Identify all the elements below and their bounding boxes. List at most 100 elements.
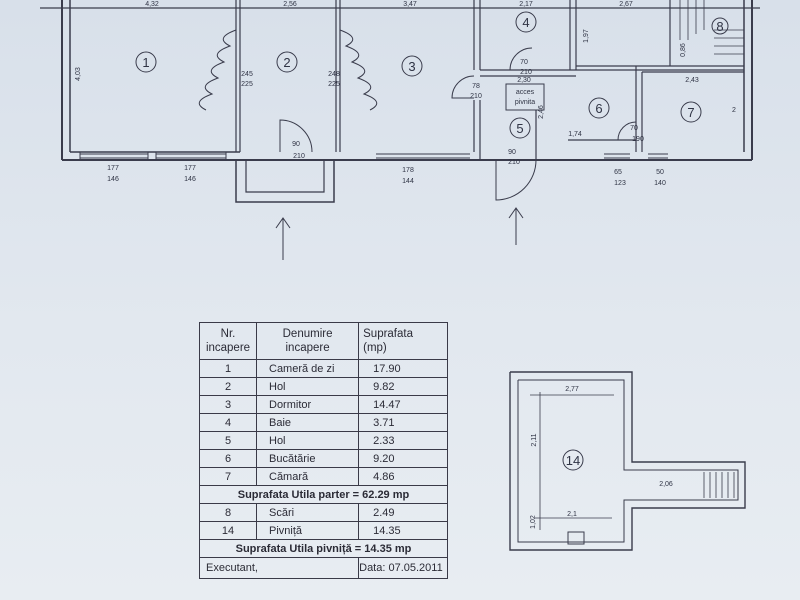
row-nr: 8 xyxy=(199,503,257,522)
dim-2: 2 xyxy=(732,107,736,114)
window-1-height: 146 xyxy=(107,176,119,183)
door-78-height: 210 xyxy=(470,93,482,100)
dim-top-4: 2,17 xyxy=(519,1,533,8)
row-name: Cameră de zi xyxy=(255,359,360,378)
row-area: 3.71 xyxy=(358,413,448,432)
room-number-6: 6 xyxy=(595,101,602,116)
row-name: Hol xyxy=(255,377,360,396)
row-nr: 4 xyxy=(199,413,257,432)
row-area: 2.49 xyxy=(358,503,448,522)
door-hol-width: 90 xyxy=(292,141,300,148)
row-area: 9.82 xyxy=(358,377,448,396)
header-name-text: Denumire incapere xyxy=(282,328,333,354)
door-entry-width: 90 xyxy=(508,149,516,156)
ground-total-row: Suprafata Utila parter = 62.29 mp xyxy=(199,485,448,504)
dim-top-1: 4,32 xyxy=(145,1,159,8)
dim-top-5: 2,67 xyxy=(619,1,633,8)
row-area: 4.86 xyxy=(358,467,448,486)
dim-top-2: 2,56 xyxy=(283,1,297,8)
room-number-5: 5 xyxy=(516,121,523,136)
window-2-height: 146 xyxy=(184,176,196,183)
arch-left-width: 245 xyxy=(241,71,253,78)
ground-total: Suprafata Utila parter = 62.29 mp xyxy=(199,485,448,504)
row-nr: 7 xyxy=(199,467,257,486)
row-area: 17.90 xyxy=(358,359,448,378)
row-area: 9.20 xyxy=(358,449,448,468)
date-label: Data: 07.05.2011 xyxy=(358,557,448,579)
row-nr: 6 xyxy=(199,449,257,468)
row-nr: 5 xyxy=(199,431,257,450)
cellar-dim-small: 1,02 xyxy=(530,515,537,529)
cellar-total-row: Suprafata Utila pivniță = 14.35 mp xyxy=(199,539,448,558)
header-area-text: Suprafata (mp) xyxy=(363,328,413,354)
room-number-14: 14 xyxy=(566,453,580,468)
row-name: Bucătărie xyxy=(255,449,360,468)
dim-top-3: 3,47 xyxy=(403,1,417,8)
room-number-3: 3 xyxy=(408,59,415,74)
row-area: 2.33 xyxy=(358,431,448,450)
cellar-access-label-2: pivnita xyxy=(515,99,535,106)
footer-row: Executant, Data: 07.05.2011 xyxy=(198,557,448,579)
cellar-dim-stair: 2,06 xyxy=(659,481,673,488)
door-camara-height: 190 xyxy=(632,136,644,143)
window-3-height: 144 xyxy=(402,178,414,185)
row-area: 14.35 xyxy=(358,521,448,540)
window-4-height: 123 xyxy=(614,180,626,187)
cellar-access-label-1: acces xyxy=(516,89,535,96)
cellar-total: Suprafata Utila pivniță = 14.35 mp xyxy=(199,539,448,558)
row-name: Pivniță xyxy=(255,521,360,540)
window-5-height: 140 xyxy=(654,180,666,187)
row-nr: 3 xyxy=(199,395,257,414)
door-78-width: 78 xyxy=(472,83,480,90)
row-nr: 1 xyxy=(199,359,257,378)
dim-246: 2,46 xyxy=(538,105,545,119)
header-nr-text: Nr. incapere xyxy=(205,328,251,354)
room-number-2: 2 xyxy=(283,55,290,70)
door-hol-height: 210 xyxy=(293,153,305,160)
row-nr: 14 xyxy=(199,521,257,540)
room-number-1: 1 xyxy=(142,55,149,70)
row-name: Scări xyxy=(255,503,360,522)
header-nr: Nr. incapere xyxy=(199,322,257,360)
door-baie-width: 70 xyxy=(520,59,528,66)
window-2-width: 177 xyxy=(184,165,196,172)
window-3-width: 178 xyxy=(402,167,414,174)
dim-197: 1,97 xyxy=(583,29,590,43)
room-number-4: 4 xyxy=(522,15,529,30)
row-name: Hol xyxy=(255,431,360,450)
header-area: Suprafata (mp) xyxy=(358,322,448,360)
dim-243: 2,43 xyxy=(685,77,699,84)
header-name: Denumire incapere xyxy=(255,322,360,360)
dim-left: 4,03 xyxy=(75,67,82,81)
door-entry-height: 210 xyxy=(508,159,520,166)
cellar-dim-width: 2,77 xyxy=(565,386,579,393)
executant-label: Executant, xyxy=(198,557,360,579)
room-number-7: 7 xyxy=(687,105,694,120)
dim-086: 0,86 xyxy=(680,43,687,57)
cellar-dim-height: 2,11 xyxy=(531,433,538,446)
dim-230: 2,30 xyxy=(517,77,531,84)
table-header-row: Nr. incapere Denumire incapere Suprafata… xyxy=(199,322,448,360)
row-name: Baie xyxy=(255,413,360,432)
window-5-width: 50 xyxy=(656,169,664,176)
door-camara-width: 70 xyxy=(630,125,638,132)
row-nr: 2 xyxy=(199,377,257,396)
row-area: 14.47 xyxy=(358,395,448,414)
dim-174: 1,74 xyxy=(568,131,582,138)
cellar-dim-bottom: 2,1 xyxy=(567,511,577,518)
window-4-width: 65 xyxy=(614,169,622,176)
row-name: Cămară xyxy=(255,467,360,486)
room-area-table: Nr. incapere Denumire incapere Suprafata… xyxy=(198,322,448,579)
door-baie-height: 210 xyxy=(520,69,532,76)
